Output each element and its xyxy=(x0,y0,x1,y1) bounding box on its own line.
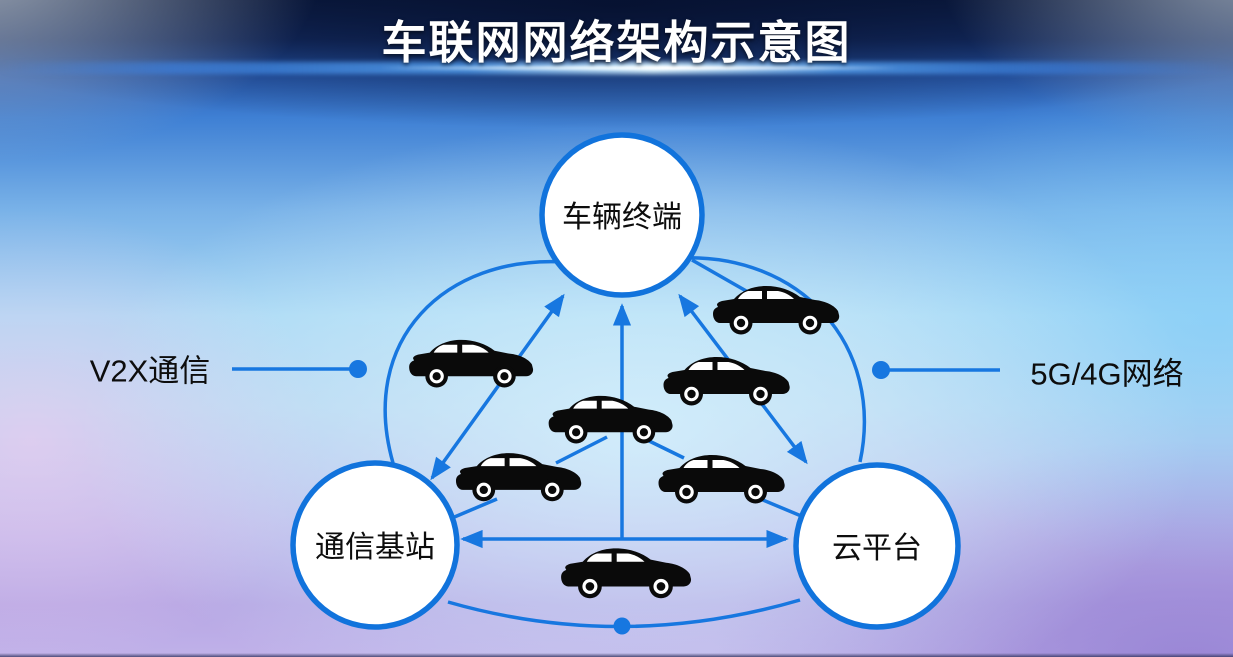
node-circle-cloud-platform xyxy=(793,462,961,630)
connector-dot-v2x xyxy=(349,360,367,378)
link-car-middle-lowerleft xyxy=(555,435,608,465)
annotation-5g4g: 5G/4G网络 xyxy=(1030,356,1184,392)
link-terminal-car-topright xyxy=(691,258,749,294)
car-icon xyxy=(409,339,534,388)
link-basestation-terminal xyxy=(430,293,565,481)
bottom-divider xyxy=(0,653,1233,657)
node-circle-vehicle-terminal xyxy=(539,132,705,298)
node-label-cloud-platform: 云平台 xyxy=(832,532,922,565)
node-label-base-station: 通信基站 xyxy=(315,531,435,564)
car-icon xyxy=(658,455,785,504)
car-icon xyxy=(713,286,840,335)
connector-dot-bottom xyxy=(613,617,631,635)
node-label-vehicle-terminal: 车辆终端 xyxy=(562,201,682,234)
light-streak-core xyxy=(380,66,900,70)
node-circle-base-station xyxy=(290,460,460,630)
connector-dot-5g4g xyxy=(872,361,890,379)
car-icon xyxy=(663,357,790,406)
car-icon xyxy=(548,395,673,444)
annotation-v2x: V2X通信 xyxy=(89,353,211,389)
car-icon xyxy=(561,548,692,599)
page-title: 车联网网络架构示意图 xyxy=(381,17,852,68)
link-arc-terminal-basestation xyxy=(383,259,566,464)
